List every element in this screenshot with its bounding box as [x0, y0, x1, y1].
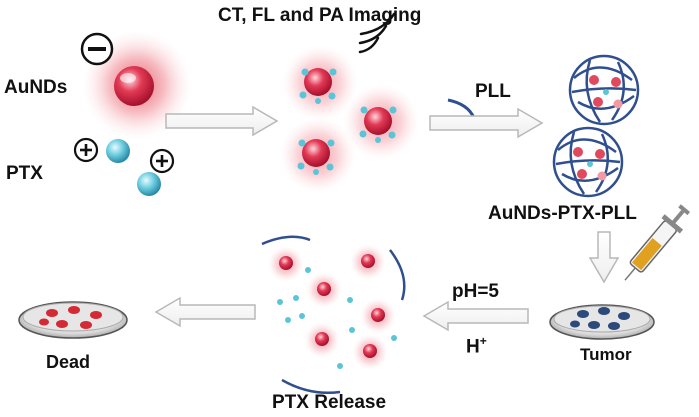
positive-charge-icon — [149, 148, 175, 174]
arrow-left-icon — [154, 296, 256, 328]
aunds-ptx-complex — [280, 117, 356, 193]
arrow-right-icon — [165, 105, 279, 137]
ph-label: pH=5 — [452, 281, 499, 302]
signal-waves-icon — [358, 12, 396, 54]
negative-charge-icon — [80, 32, 114, 66]
ptx-release-label: PTX Release — [272, 392, 387, 413]
arrow-down-icon — [588, 231, 620, 284]
aunds-ptx-pll-nanoparticle — [568, 54, 640, 126]
aunds-ptx-complex — [343, 84, 419, 160]
ptx-release-scene — [261, 235, 406, 394]
arrow-right-icon — [429, 107, 544, 139]
tumor-dish — [549, 304, 655, 340]
aunds-label: AuNDs — [4, 77, 68, 98]
aunds-ptx-complex — [282, 45, 358, 121]
proton-superscript: + — [479, 334, 487, 348]
pll-label: PLL — [475, 81, 511, 102]
imaging-label: CT, FL and PA Imaging — [218, 5, 422, 26]
positive-charge-icon — [73, 137, 99, 163]
ptx-drug-molecule — [137, 172, 161, 196]
arrow-left-icon — [422, 300, 529, 332]
tumor-label: Tumor — [580, 345, 632, 364]
syringe-icon — [624, 204, 691, 281]
ptx-drug-molecule — [106, 139, 130, 163]
proton-label: H+ — [466, 335, 487, 356]
dead-dish — [18, 301, 128, 339]
aunds-ptx-pll-nanoparticle — [552, 126, 624, 198]
product-label: AuNDs-PTX-PLL — [488, 203, 637, 224]
ptx-label: PTX — [6, 163, 43, 184]
dead-label: Dead — [46, 352, 91, 372]
proton-base: H — [466, 336, 480, 358]
